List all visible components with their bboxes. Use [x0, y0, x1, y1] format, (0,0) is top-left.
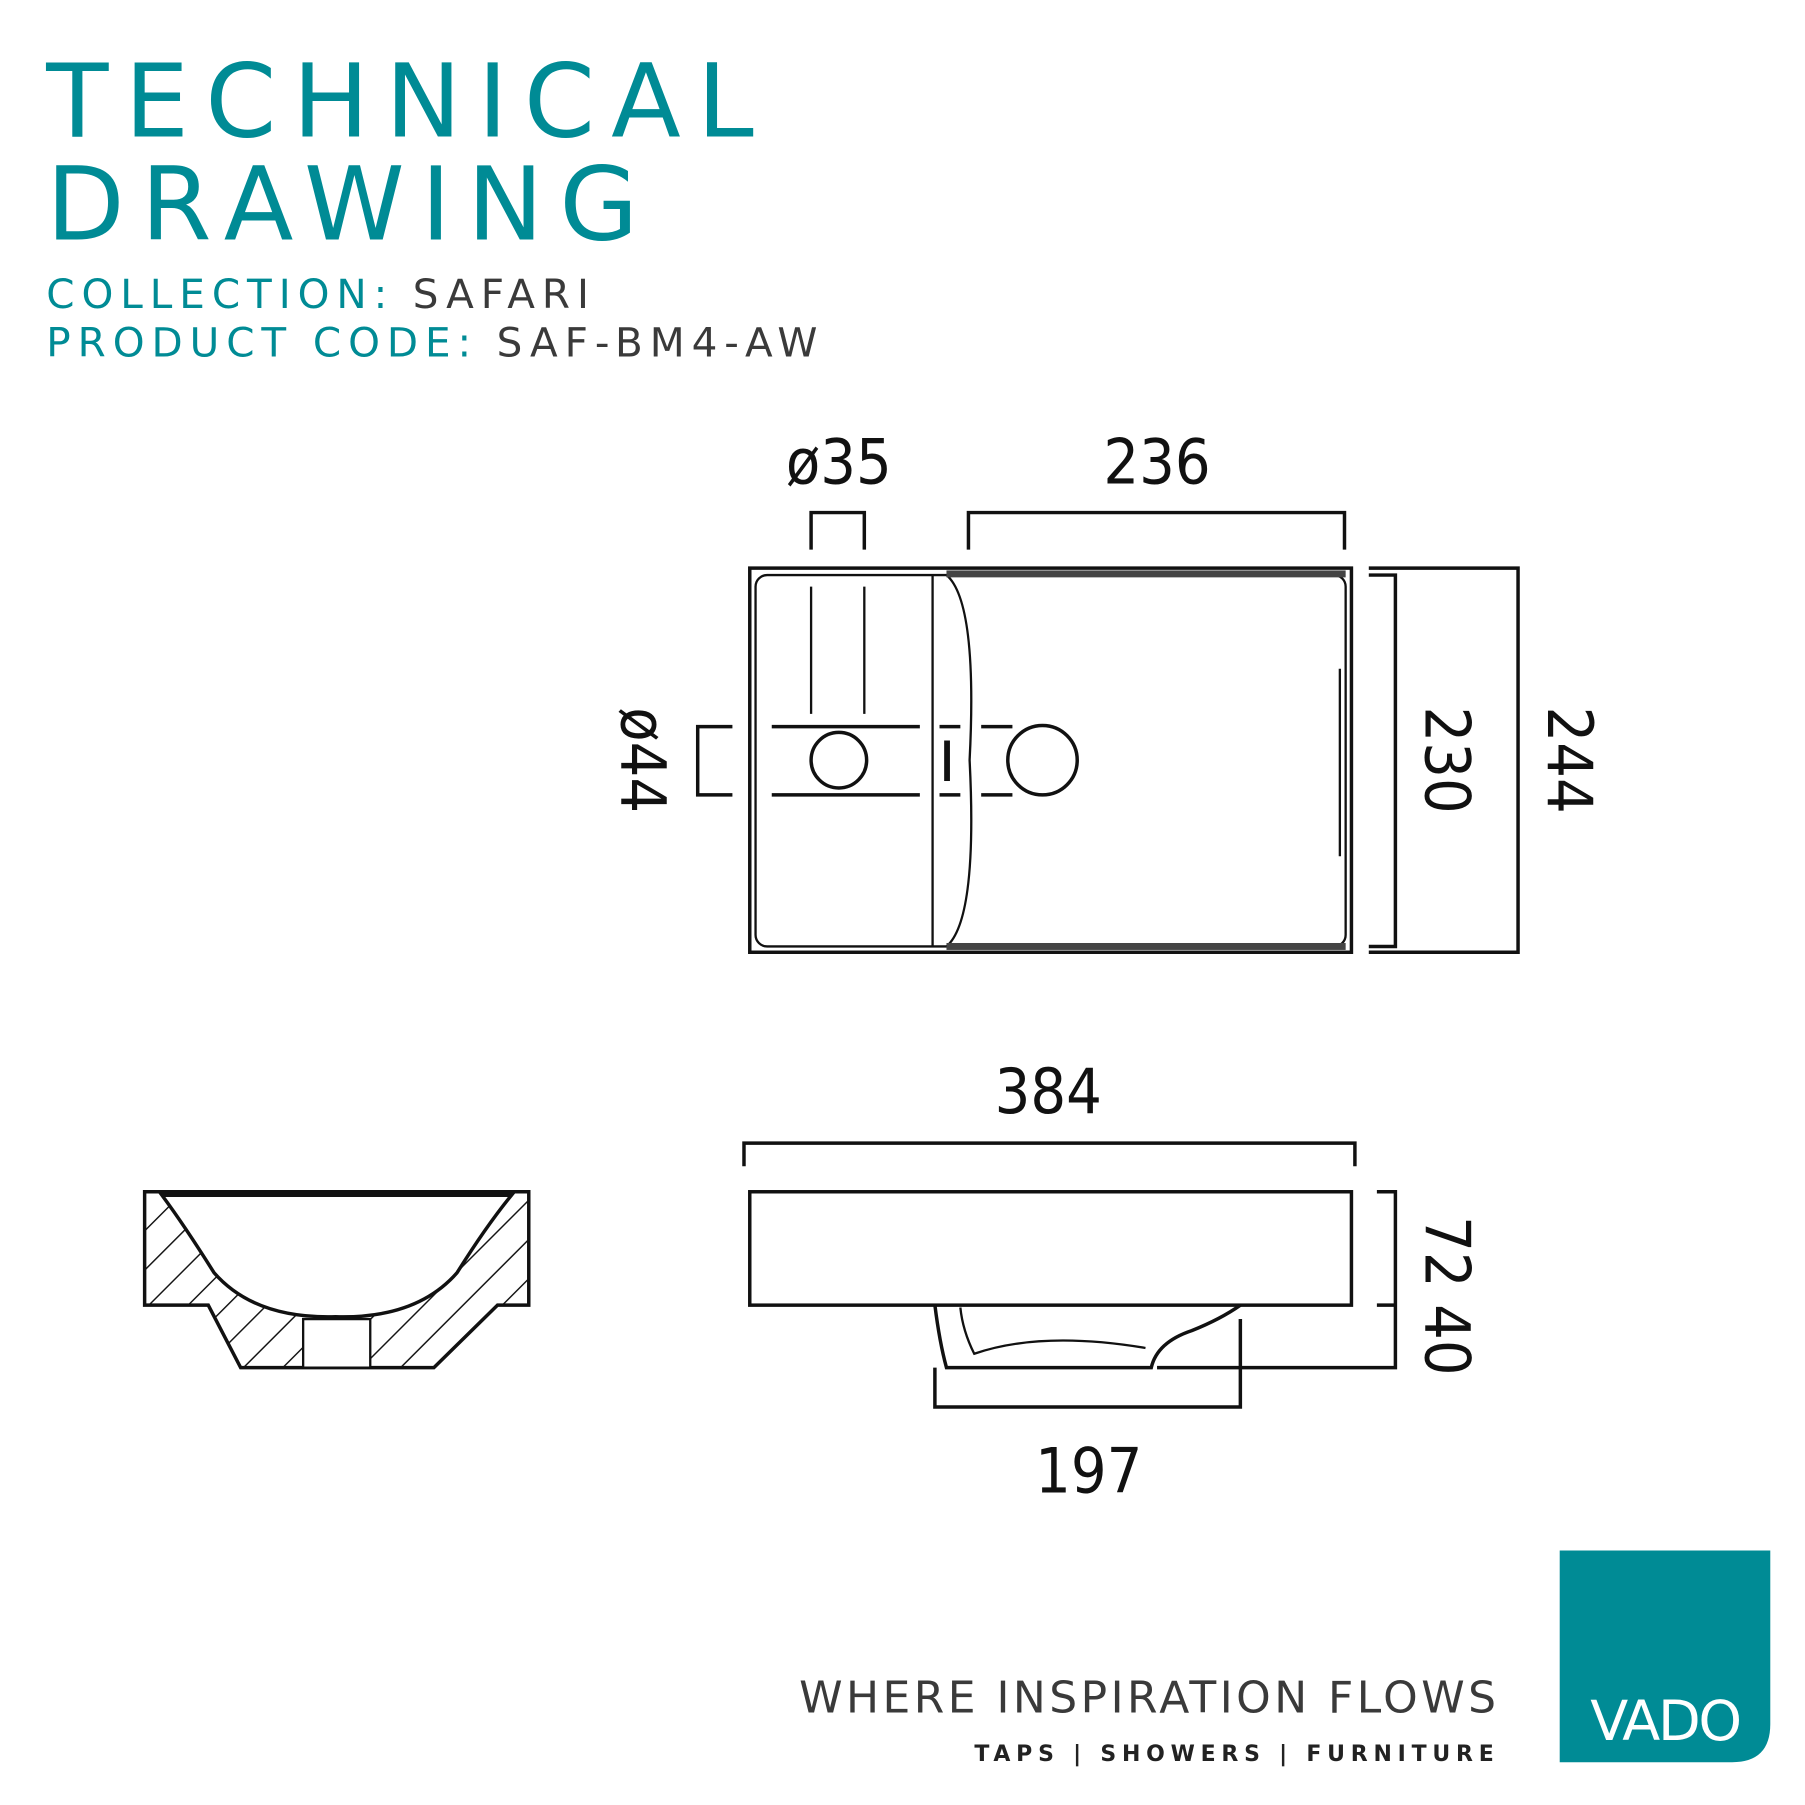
- overall-width-dim-bracket: [742, 1141, 1357, 1167]
- basin-outline: [748, 566, 1354, 954]
- product-code-value: SAF-BM4-AW: [497, 318, 825, 366]
- bowl-width-dim-label: 197: [1035, 1435, 1142, 1508]
- height-dim-lines: [1157, 1190, 1398, 1370]
- side-bowl-inner-curve: [959, 1307, 1146, 1356]
- inner-depth-dim-bracket: [1368, 573, 1398, 949]
- tap-hole: [809, 730, 869, 790]
- tap-hole-dim-label: ø35: [786, 426, 892, 499]
- tagline: WHERE INSPIRATION FLOWS: [799, 1672, 1499, 1723]
- product-categories: TAPS | SHOWERS | FURNITURE: [974, 1742, 1499, 1767]
- vado-logo-badge: [1559, 1550, 1771, 1763]
- side-bowl-profile: [933, 1303, 1242, 1370]
- product-code-label: PRODUCT CODE:: [46, 318, 478, 366]
- section-waste-channel: [301, 1317, 372, 1369]
- title-line-2: DRAWING: [46, 146, 654, 265]
- collection-label: COLLECTION:: [46, 270, 394, 318]
- bowl-edge-curve: [945, 574, 973, 948]
- collection-value: SAFARI: [413, 270, 596, 318]
- section-bowl-cavity: [158, 1193, 516, 1319]
- waste-hole: [1006, 723, 1079, 797]
- title-line-1: TECHNICAL: [45, 43, 770, 162]
- bowl-height-dim-label: 40: [1410, 1304, 1483, 1375]
- collection-line: COLLECTION: SAFARI: [46, 270, 596, 318]
- outer-depth-dim-label: 244: [1533, 707, 1606, 814]
- waste-dim-label: ø44: [606, 707, 679, 813]
- side-view: 384 72 40 197: [742, 1055, 1483, 1508]
- vado-logo-text: VADO: [1590, 1689, 1740, 1754]
- overflow-slot: [944, 740, 950, 782]
- overall-width-dim-label: 384: [995, 1055, 1102, 1128]
- inner-depth-dim-label: 230: [1410, 707, 1483, 814]
- product-code-line: PRODUCT CODE: SAF-BM4-AW: [46, 318, 824, 366]
- top-view: ø35 236 ø44 230 244: [606, 426, 1606, 954]
- waste-dim-bracket: [695, 724, 733, 797]
- basin-width-dim-label: 236: [1103, 426, 1210, 499]
- side-top-slab: [748, 1190, 1354, 1307]
- vado-logo: VADO: [1559, 1550, 1771, 1763]
- basin-inner-outline: [754, 573, 1347, 948]
- top-height-dim-label: 72: [1410, 1216, 1483, 1287]
- basin-width-dim-bracket: [966, 510, 1347, 550]
- bowl-width-dim-bracket: [933, 1319, 1243, 1409]
- waste-centre-lines: [771, 724, 1013, 797]
- bowl-rim-bottom: [946, 942, 1346, 950]
- tap-hole-extension-lines: [809, 586, 866, 714]
- tap-hole-dim-bracket: [809, 510, 867, 550]
- section-view: [142, 1190, 531, 1370]
- bowl-rim-top: [946, 570, 1346, 578]
- outer-depth-dim-bracket: [1368, 566, 1520, 954]
